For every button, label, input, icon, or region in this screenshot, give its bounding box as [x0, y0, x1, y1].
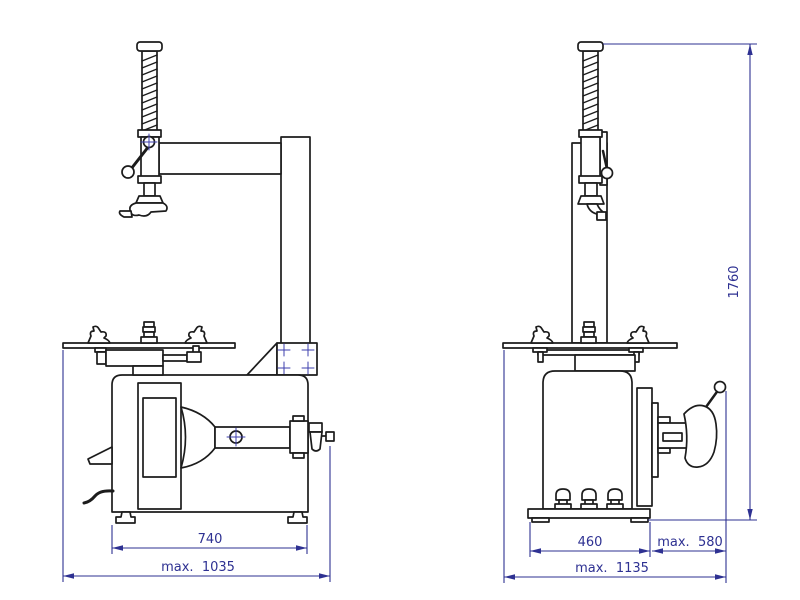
front-cylinder-cap: [96, 351, 107, 365]
dimension-annotations: [62, 43, 757, 583]
front-view: [62, 41, 335, 524]
side-tool-foot: [596, 211, 607, 221]
front-head-collar-bottom: [137, 175, 162, 184]
front-swing-arm: [158, 142, 282, 175]
side-breaker-tab-top: [657, 416, 671, 424]
side-shaft-cap: [577, 41, 604, 52]
front-breaker-arm: [214, 426, 291, 449]
side-base-foot-right: [630, 517, 649, 523]
front-pedal: [87, 446, 113, 465]
side-bead-breaker: [651, 380, 727, 478]
side-base-foot-left: [531, 517, 550, 523]
front-power-cable: [82, 489, 115, 505]
front-lubricator-bowl: [309, 431, 323, 452]
side-pedal-3-cap: [607, 488, 623, 501]
side-turntable: [502, 321, 678, 372]
side-mount-block: [574, 354, 636, 372]
dimension-lines: [63, 44, 751, 578]
side-mount-tool: [577, 182, 607, 221]
front-spindle: [140, 321, 158, 344]
front-arm-bolt-bottom: [292, 452, 305, 459]
side-base: [527, 508, 651, 523]
front-mounting-head: [121, 129, 162, 184]
front-foot-right: [287, 511, 308, 524]
front-mount-tool: [118, 182, 168, 218]
side-pedals: [554, 488, 624, 510]
front-clamp-left: [87, 325, 111, 344]
front-head-pivot-crosshair: [140, 133, 158, 151]
side-clamp-left: [530, 325, 554, 344]
side-breaker-rod: [662, 432, 683, 442]
extension-lines: [62, 43, 757, 583]
front-arm-pivot-crosshair: [226, 427, 246, 447]
side-breaker-pivot-plate: [651, 402, 659, 478]
front-tool-duck-head: [129, 202, 168, 217]
side-shaft-spring: [582, 54, 599, 132]
front-foot-left: [115, 511, 136, 524]
front-slot-inner: [142, 397, 177, 478]
front-turntable: [62, 321, 236, 376]
dim-front-body-width: 740: [198, 532, 223, 547]
front-breaker-cone: [180, 406, 216, 469]
front-lever-ball: [121, 165, 135, 179]
front-lubricator-head: [308, 422, 323, 433]
front-lubricator: [308, 422, 335, 452]
side-view: [502, 41, 727, 523]
side-breaker-blade: [683, 404, 718, 468]
front-column: [280, 136, 311, 348]
side-breaker-ball: [713, 380, 727, 394]
front-clevis: [186, 351, 202, 363]
side-spindle: [580, 321, 597, 344]
side-tool-flare: [577, 195, 605, 205]
side-pedal-1-cap: [555, 488, 571, 501]
front-shaft-spring: [141, 54, 158, 132]
side-mounting-head: [578, 129, 614, 186]
front-arm-bolt-top: [292, 415, 305, 422]
front-lubricator-fitting: [325, 431, 335, 442]
front-pedestal: [132, 365, 164, 376]
front-spindle-base: [140, 336, 158, 344]
dim-side-base-width: 460: [578, 535, 603, 550]
dimension-labels: 740 max. 1035 460 max. 580 max. 1135 176…: [161, 265, 742, 576]
side-pedal-2-cap: [581, 488, 597, 501]
front-tool-stem: [143, 182, 156, 197]
front-arm-bracket: [289, 420, 309, 454]
side-body: [542, 370, 633, 510]
side-head-collar-top: [578, 129, 603, 138]
front-clamp-right: [184, 325, 208, 344]
side-head-lever: [601, 149, 609, 171]
side-clamp-right: [626, 325, 650, 344]
front-shaft-cap: [136, 41, 163, 52]
side-lever-ball: [600, 166, 614, 180]
side-head-body: [580, 136, 601, 178]
front-column-bracket: [276, 342, 318, 376]
side-bolt-left-stem: [537, 351, 544, 363]
side-table-mount: [532, 347, 644, 372]
dim-side-breaker-extension: max. 580: [657, 535, 723, 550]
side-head-collar-bottom: [578, 175, 603, 184]
dim-front-overall-width: max. 1035: [161, 560, 235, 575]
front-column-gusset: [246, 342, 278, 376]
dim-side-overall-width: max. 1135: [575, 561, 649, 576]
front-cylinder-body: [105, 349, 164, 367]
side-breaker-panel: [636, 387, 653, 507]
front-tool-handle: [118, 210, 133, 218]
side-tool-stem: [584, 182, 598, 197]
dim-side-overall-height: 1760: [727, 265, 742, 298]
front-body-details: [137, 382, 309, 510]
front-head-lever: [129, 144, 151, 171]
front-clamp-cylinder: [94, 345, 202, 367]
front-tool-flare: [135, 195, 164, 204]
front-hex-shaft: [136, 41, 163, 134]
front-cylinder-rod: [162, 354, 188, 362]
front-bracket-bolt-crosshairs: [277, 343, 315, 375]
side-spindle-base: [580, 336, 597, 344]
side-base-plate: [527, 508, 651, 519]
side-hex-shaft: [577, 41, 604, 134]
